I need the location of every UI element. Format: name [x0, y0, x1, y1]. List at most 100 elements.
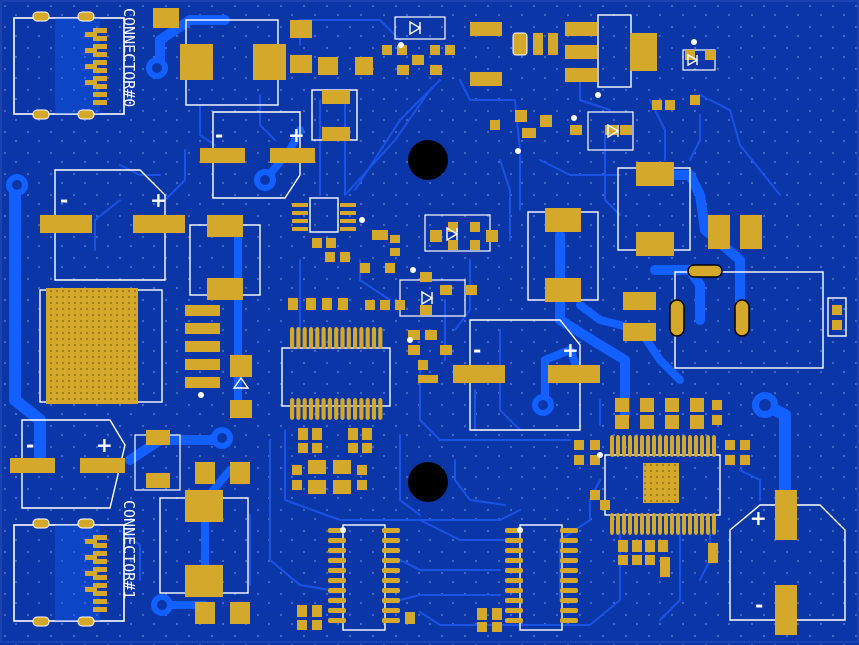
ic-pin	[382, 588, 400, 593]
ic-pin	[676, 513, 680, 535]
connector-0	[13, 11, 125, 120]
bottom-left-regulator	[134, 430, 250, 624]
ic-pin	[302, 398, 307, 420]
ic-pin	[353, 398, 358, 420]
ic-pin	[616, 435, 620, 457]
ic-pin	[646, 435, 650, 457]
ic-pin	[382, 618, 400, 623]
ic-pin	[346, 327, 351, 349]
ic-pin	[664, 513, 668, 535]
tssop-ic-1	[328, 524, 400, 631]
ic-pin	[658, 513, 662, 535]
ic-pin	[308, 327, 314, 349]
ic-pin	[628, 513, 632, 535]
ic-pin	[365, 398, 370, 420]
ic-pin	[382, 568, 400, 573]
ic-pin	[382, 538, 400, 543]
ic-pin	[353, 327, 358, 349]
ic-pin	[382, 558, 400, 563]
ic-pin	[640, 435, 644, 457]
ic-pin	[700, 513, 704, 535]
diode-symbols	[409, 20, 699, 306]
ic-pin	[346, 398, 351, 420]
ic-pin	[694, 513, 698, 535]
ic-pin	[328, 618, 346, 623]
ic-pin	[646, 513, 650, 535]
ic-pin	[616, 513, 620, 535]
ic-pin	[359, 398, 364, 420]
connector-1	[13, 518, 125, 627]
tssop-ic-2	[505, 524, 578, 631]
ic-pin	[505, 598, 523, 603]
ic-pin	[560, 558, 578, 563]
connector-0-label: CONNECTOR#0	[120, 8, 138, 107]
ic-pin	[682, 435, 686, 457]
electrolytic-cap-1: - +	[40, 169, 185, 281]
ic-pin	[290, 327, 295, 349]
ic-pin	[505, 548, 523, 553]
ic-pin	[308, 398, 314, 420]
ic-pin	[706, 513, 710, 535]
connector-1-label: CONNECTOR#1	[120, 500, 138, 599]
ic-pin	[505, 568, 523, 573]
top-regulator	[180, 19, 373, 141]
ic-pin	[634, 513, 638, 535]
ic-pin	[321, 398, 326, 420]
cap2-minus-mark: -	[215, 123, 223, 147]
ic-pin	[560, 538, 578, 543]
ic-pin	[628, 435, 632, 457]
ic-pin	[706, 435, 710, 457]
ic-pin	[334, 327, 339, 349]
ic-pin	[560, 528, 578, 533]
ic-pin	[688, 435, 692, 457]
ic-pin	[622, 513, 626, 535]
ic-pin	[505, 618, 523, 623]
ic-pin	[328, 578, 346, 583]
signal-traces	[94, 19, 781, 626]
ic-pin	[664, 435, 668, 457]
ic-pin	[328, 598, 346, 603]
cap4-minus-mark: -	[473, 338, 481, 362]
ic-pin	[505, 608, 523, 613]
ic-pin	[560, 578, 578, 583]
cap3-plus-mark: +	[96, 433, 113, 457]
ic-pin	[378, 398, 383, 420]
ic-pin	[378, 327, 383, 349]
cap3-minus-mark: -	[26, 433, 34, 457]
electrolytic-cap-2: - +	[200, 111, 315, 199]
ic-pin	[296, 398, 301, 420]
ic-pin	[652, 513, 656, 535]
pin-one-markers	[198, 39, 697, 533]
ic-pin	[670, 513, 674, 535]
passive-components	[288, 222, 750, 632]
cap1-minus-mark: -	[60, 188, 68, 212]
cap5-minus-mark: -	[755, 593, 763, 617]
ic-pin	[634, 435, 638, 457]
ic-pin	[560, 568, 578, 573]
top-right-parts	[382, 14, 716, 317]
ic-pin	[290, 398, 295, 420]
power-module	[39, 215, 261, 418]
cap2-plus-mark: +	[288, 123, 305, 147]
ic-pin	[505, 558, 523, 563]
ic-pin	[382, 528, 400, 533]
ic-pin	[328, 558, 346, 563]
ic-pin	[340, 398, 345, 420]
ic-pin	[670, 435, 674, 457]
cap1-plus-mark: +	[150, 188, 167, 212]
ic-pin	[560, 608, 578, 613]
electrolytic-cap-3: - +	[10, 419, 126, 509]
cap5-plus-mark: +	[750, 506, 767, 530]
ic-pin	[302, 327, 307, 349]
ic-pin	[327, 327, 332, 349]
ic-pin	[359, 327, 364, 349]
ic-pin	[371, 327, 377, 349]
ic-pin	[315, 398, 320, 420]
ic-pin	[640, 513, 644, 535]
mounting-holes	[408, 140, 448, 502]
ic-pin	[700, 435, 704, 457]
ic-pin	[382, 548, 400, 553]
ic-pin	[321, 327, 326, 349]
